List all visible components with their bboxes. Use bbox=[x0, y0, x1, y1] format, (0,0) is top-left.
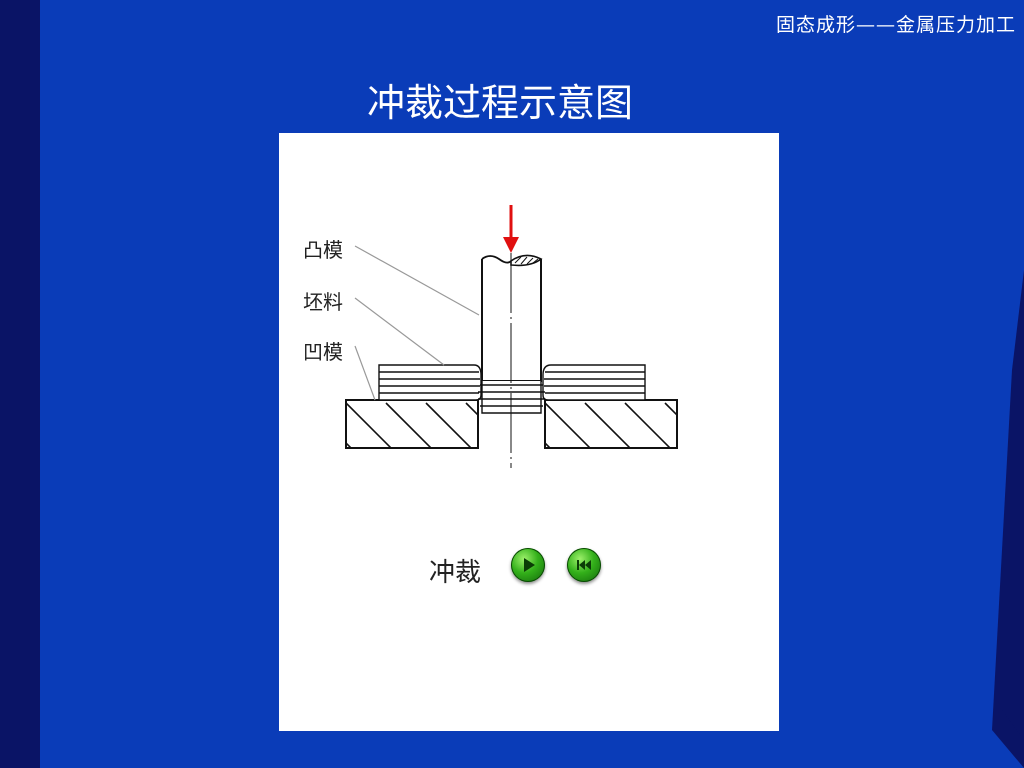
diagram-panel: 凸模 坯料 凹模 冲裁 bbox=[279, 133, 779, 731]
leader-lines bbox=[354, 245, 480, 401]
label-punch: 凸模 bbox=[303, 238, 343, 262]
header-title: 固态成形——金属压力加工 bbox=[775, 14, 1016, 36]
controls-label: 冲裁 bbox=[429, 558, 482, 588]
play-icon bbox=[524, 558, 535, 572]
play-button[interactable] bbox=[511, 548, 545, 582]
red-down-arrow bbox=[503, 205, 519, 253]
slide-title: 冲裁过程示意图 bbox=[366, 81, 633, 125]
skip-to-start-icon bbox=[577, 560, 591, 570]
label-blank: 坯料 bbox=[303, 290, 343, 314]
right-decoration-wedge bbox=[992, 270, 1024, 768]
left-decoration-strip bbox=[0, 0, 40, 768]
blank-right bbox=[542, 364, 646, 401]
blank-left bbox=[378, 364, 482, 401]
die-left bbox=[345, 399, 479, 449]
blanking-diagram bbox=[345, 205, 678, 468]
label-die: 凹模 bbox=[303, 340, 343, 364]
rewind-button[interactable] bbox=[567, 548, 601, 582]
